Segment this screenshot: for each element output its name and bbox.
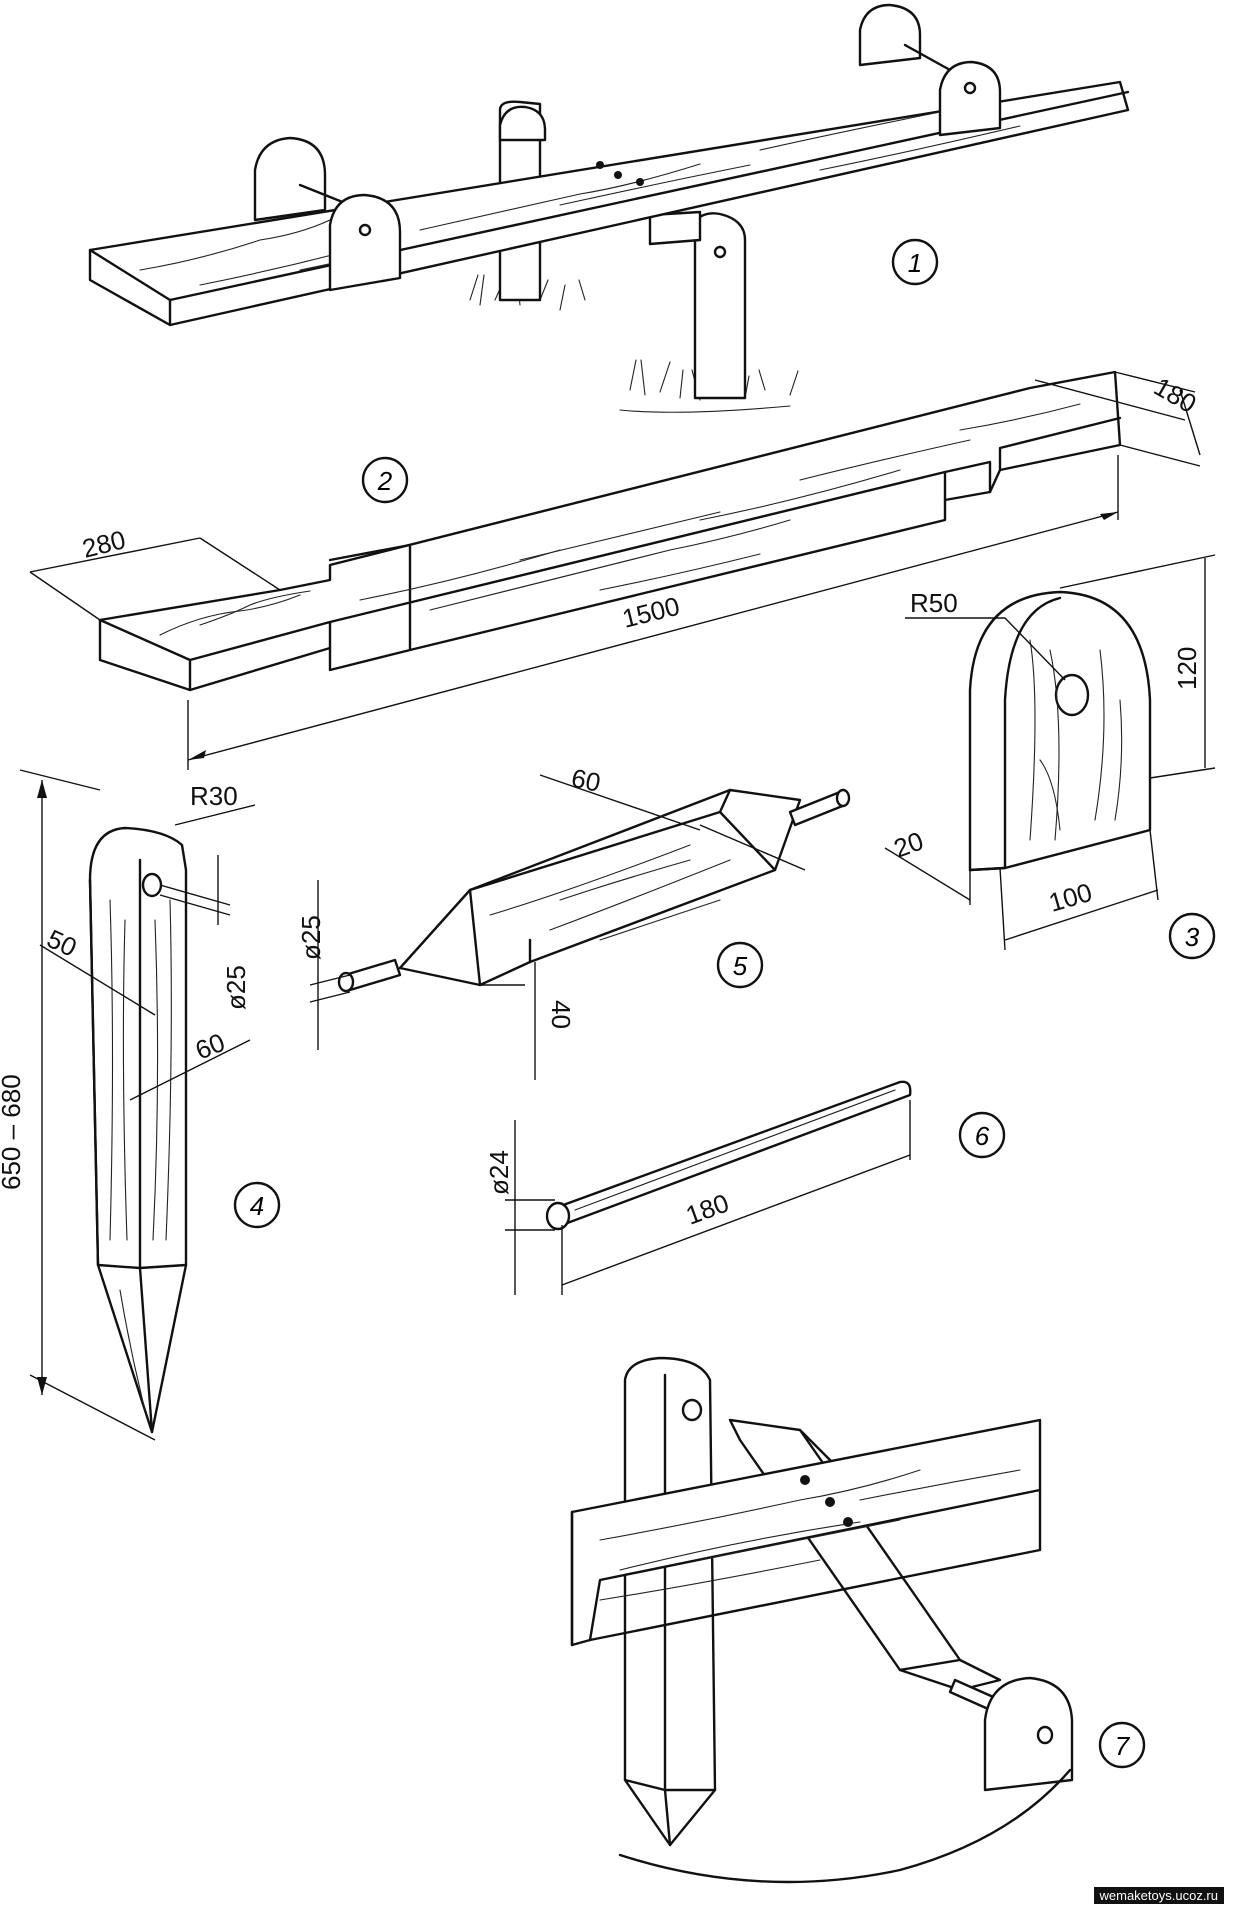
dim-seat-height: 120 [1059,554,1216,779]
svg-text:40: 40 [546,1000,576,1029]
figure-5-axle-block: 60 ø25 40 5 [296,763,851,1080]
svg-text:ø25: ø25 [296,915,326,960]
svg-text:180: 180 [1149,371,1202,419]
part-label-6: 6 [958,1111,1006,1159]
svg-text:100: 100 [1045,877,1095,918]
dim-axle-block-height: 40 [480,962,576,1080]
svg-text:R30: R30 [190,781,238,811]
dim-handle-diameter: ø24 [484,1120,555,1295]
figure-1-assembled-seesaw: 1 [88,3,1130,413]
dim-axle-pin-diameter: ø25 [296,880,351,1050]
svg-text:2: 2 [377,466,393,496]
seat-right-front [938,60,1002,137]
dim-axle-block-width: 60 [539,763,806,871]
part-label-1: 1 [891,238,939,286]
watermark: wemaketoys.ucoz.ru [1093,1887,1224,1904]
figure-2-board: 180 280 1500 2 [29,370,1202,770]
seat-right-back [858,3,922,67]
part-label-2: 2 [361,456,409,504]
figure-6-handle-rod: ø24 180 6 [484,1080,1006,1295]
svg-text:60: 60 [191,1027,229,1066]
post-body [88,826,188,1434]
dim-post-length: 650 – 680 [0,769,156,1441]
svg-text:60: 60 [569,763,604,798]
seat-end-body [968,590,1152,872]
part-label-7: 7 [1098,1721,1146,1769]
svg-text:50: 50 [42,923,81,962]
svg-text:120: 120 [1172,647,1202,690]
svg-text:7: 7 [1115,1731,1131,1761]
dim-seat-thickness: 20 [884,826,971,905]
svg-text:R50: R50 [910,588,958,618]
part-label-5: 5 [716,941,764,989]
detail-seat-end [983,1676,1074,1792]
dim-seat-radius: R50 [905,588,1066,681]
svg-text:650 – 680: 650 – 680 [0,1074,26,1190]
seat-left-front [328,193,402,292]
post-hole-icon [713,245,727,259]
svg-text:3: 3 [1185,922,1200,952]
svg-text:280: 280 [79,524,128,564]
seat-left-back [253,136,327,222]
detail-post [623,1356,717,1847]
handle-rod-body [553,1080,912,1227]
part-label-3: 3 [1168,912,1216,960]
part-label-4: 4 [233,1181,281,1229]
figure-3-seat-end: R50 120 20 100 3 [884,554,1216,960]
svg-text:ø24: ø24 [484,1150,514,1195]
svg-text:ø25: ø25 [221,965,251,1010]
svg-text:6: 6 [975,1121,990,1151]
dim-post-radius: R30 [174,781,256,826]
figure-4-post: 650 – 680 R30 ø25 50 60 4 [0,769,281,1441]
svg-text:20: 20 [890,826,927,864]
svg-text:5: 5 [733,951,748,981]
svg-text:4: 4 [250,1191,264,1221]
svg-text:1: 1 [908,248,922,278]
figure-7-pivot-detail: 7 [570,1356,1146,1884]
dim-post-hole: ø25 [159,855,251,1010]
